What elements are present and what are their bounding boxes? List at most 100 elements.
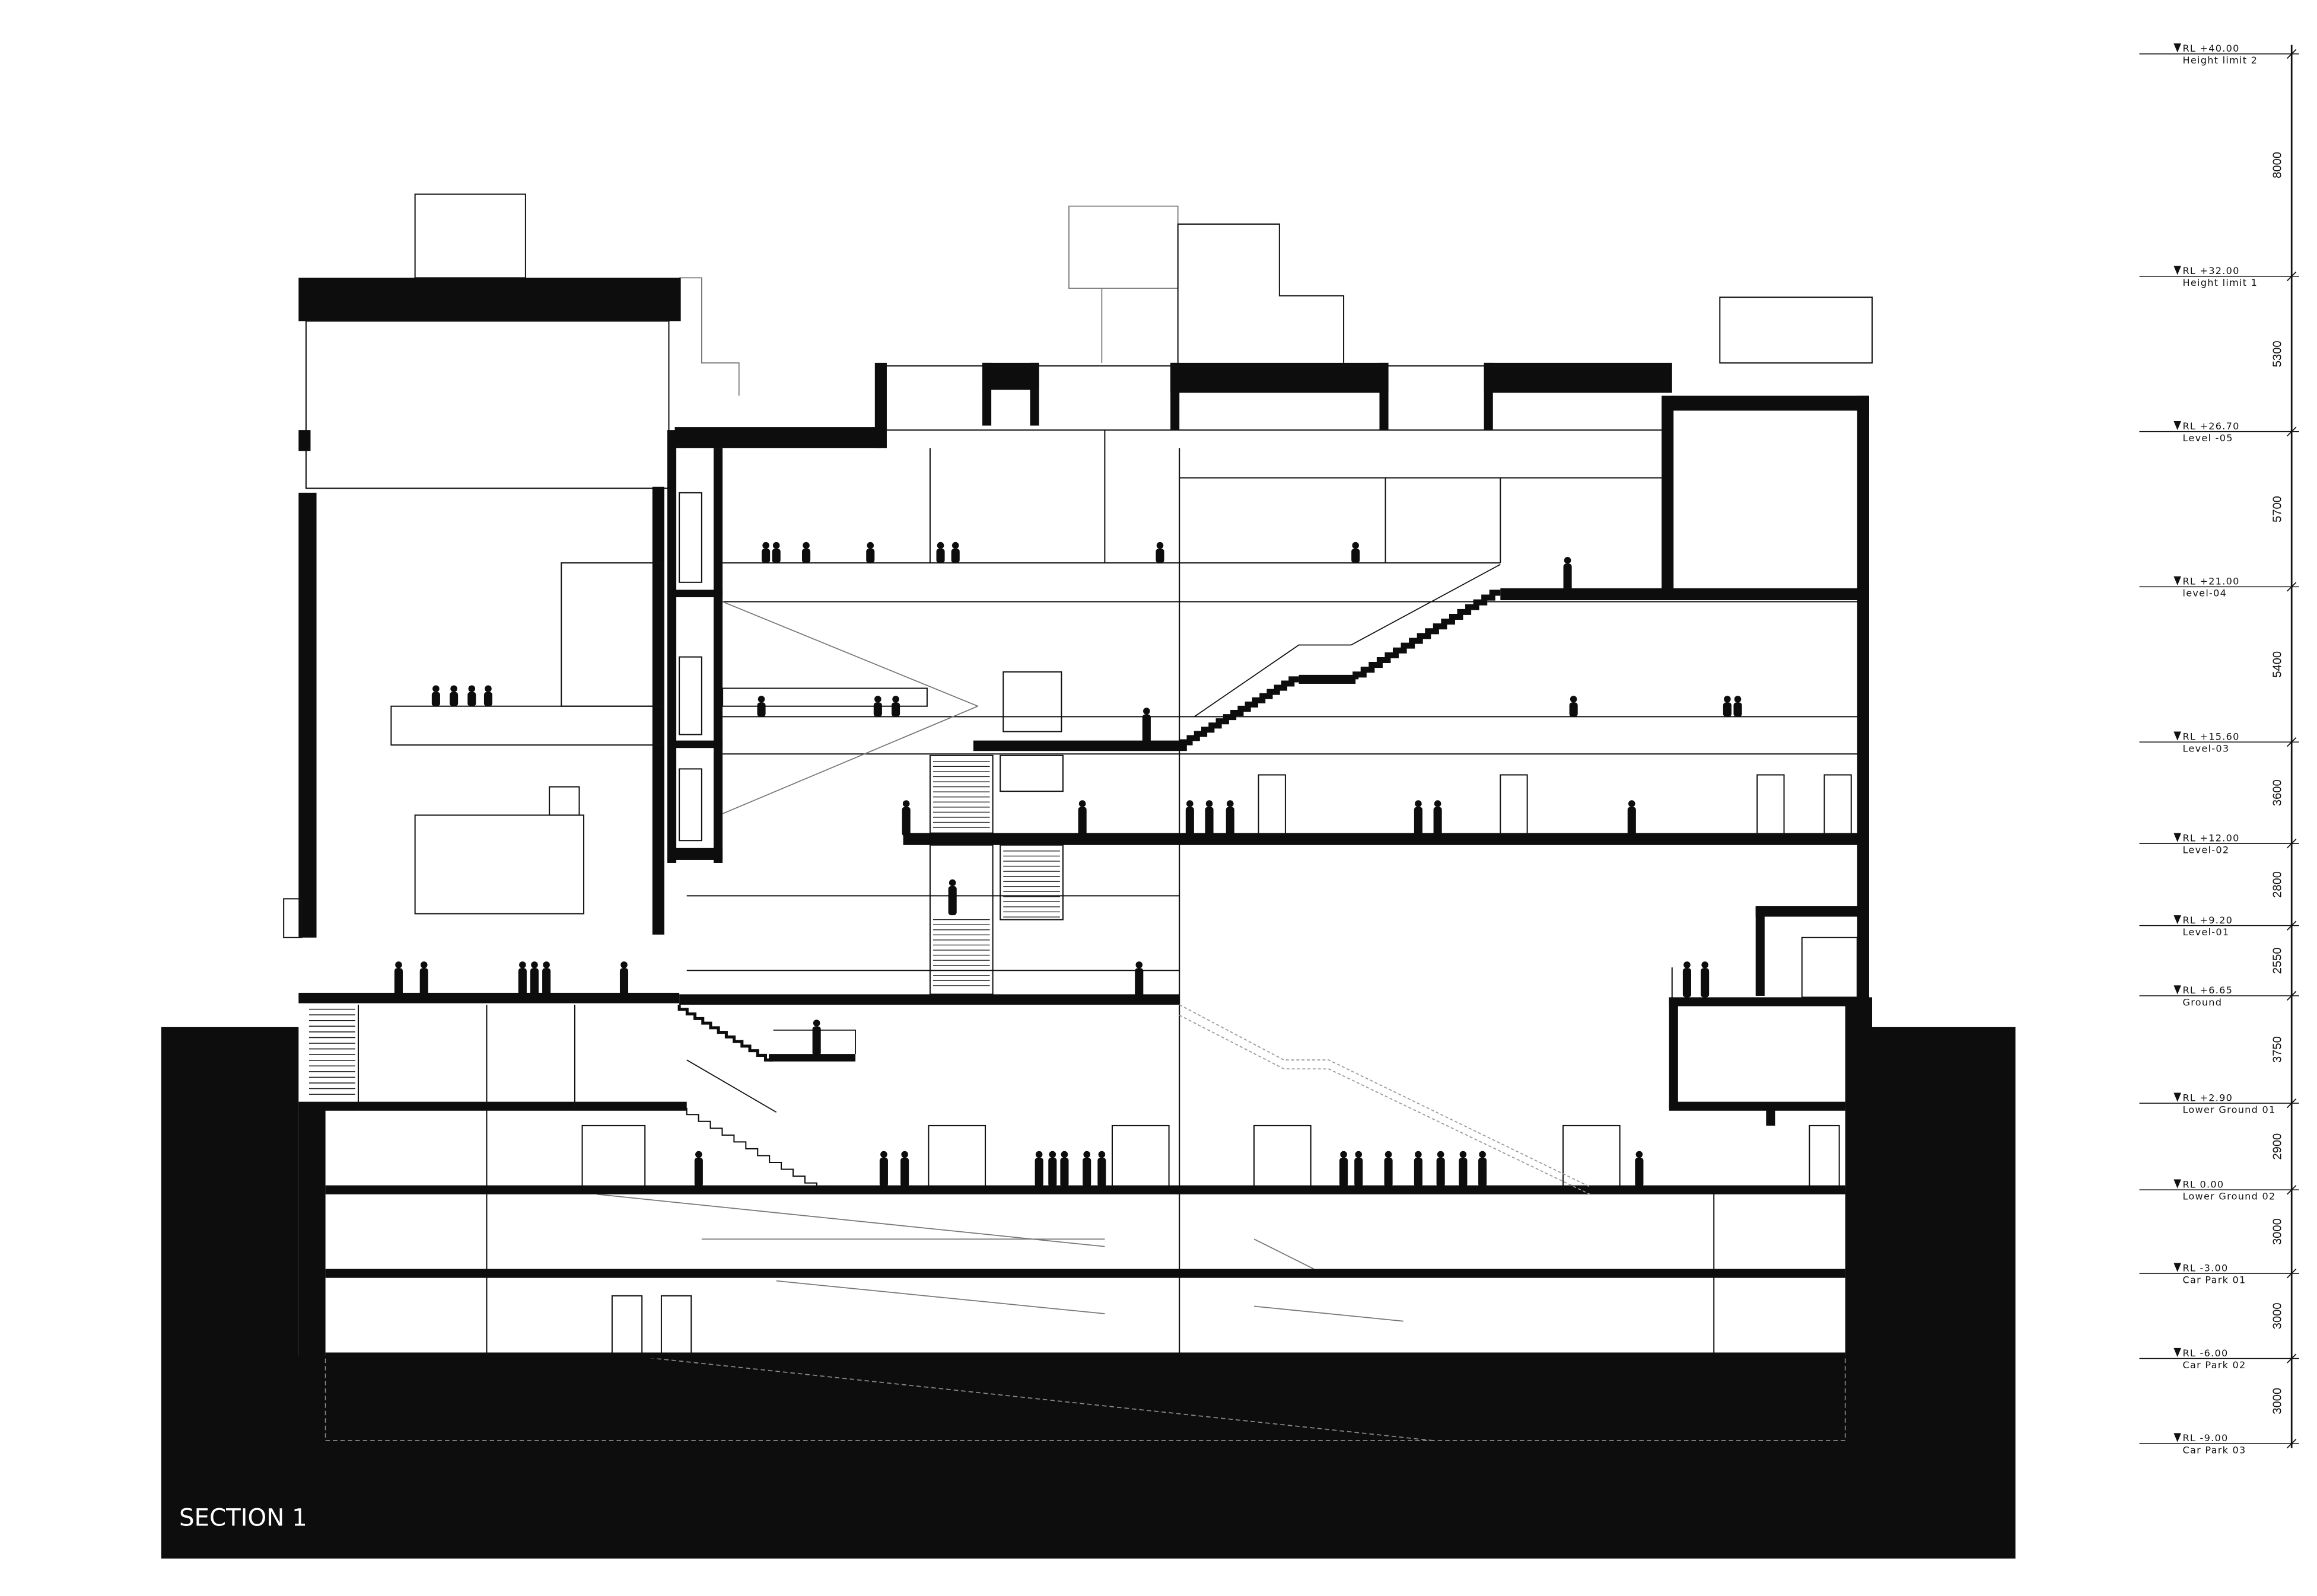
level-rl: RL +12.00 <box>2182 832 2239 843</box>
level-rl: RL +32.00 <box>2182 265 2239 276</box>
person-icon <box>619 961 629 998</box>
left-gallery-block <box>283 278 687 1111</box>
person-icon <box>902 800 911 836</box>
stairs <box>308 563 1590 1195</box>
interior-lines <box>358 430 1866 1356</box>
level-triangle-icon <box>2173 1092 2181 1102</box>
level-triangle-icon <box>2173 915 2181 925</box>
person-icon <box>1414 1151 1422 1187</box>
rooftop-volumes <box>414 193 1873 396</box>
person-icon <box>1733 696 1742 717</box>
level-triangle-icon <box>2173 1263 2181 1272</box>
person-icon <box>1142 708 1151 744</box>
level-name: Level -05 <box>2182 432 2233 444</box>
dimension-value: 2550 <box>2271 947 2284 974</box>
level-name: level-04 <box>2182 588 2227 599</box>
person-icon <box>873 696 882 717</box>
person-icon <box>1048 1151 1057 1187</box>
level-name: Height limit 1 <box>2182 277 2258 288</box>
dimension-value: 2900 <box>2271 1133 2284 1160</box>
person-icon <box>1478 1151 1487 1187</box>
main-stair <box>1179 676 1299 747</box>
main-roof <box>674 362 1672 448</box>
person-icon <box>530 961 539 998</box>
level-name: Level-02 <box>2182 845 2229 856</box>
level-name: Level-03 <box>2182 743 2229 754</box>
main-stair <box>1352 590 1501 680</box>
level-triangle-icon <box>2173 43 2181 53</box>
level-name: Car Park 03 <box>2182 1444 2246 1455</box>
person-icon <box>1384 1151 1393 1187</box>
level-rl: RL +15.60 <box>2182 731 2239 742</box>
person-icon <box>1339 1151 1348 1187</box>
dimension-value: 2800 <box>2271 871 2284 898</box>
stair-landing <box>1298 674 1356 684</box>
person-icon <box>1185 800 1194 836</box>
person-icon <box>1635 1151 1644 1187</box>
person-icon <box>1354 1151 1363 1187</box>
dimension-value: 3750 <box>2271 1036 2284 1063</box>
level-rl: RL +6.65 <box>2182 985 2233 996</box>
level-rl: RL -3.00 <box>2182 1262 2228 1273</box>
person-icon <box>1701 961 1710 998</box>
level-rl: RL +40.00 <box>2182 43 2239 54</box>
level-name: Car Park 01 <box>2182 1274 2246 1285</box>
person-icon <box>866 541 875 563</box>
person-icon <box>431 685 440 706</box>
person-icon <box>1563 557 1572 593</box>
person-icon <box>419 961 428 998</box>
level-triangle-icon <box>2173 266 2181 275</box>
person-icon <box>483 685 493 706</box>
person-icon <box>467 685 476 706</box>
person-icon <box>812 1020 821 1056</box>
level-name: Lower Ground 02 <box>2182 1191 2275 1202</box>
stair-rail <box>773 1029 856 1055</box>
person-icon <box>1083 1151 1091 1187</box>
person-icon <box>762 541 771 563</box>
escalator-outline <box>1179 1004 1590 1187</box>
level-name: Ground <box>2182 996 2222 1008</box>
right-block <box>1500 396 1869 1189</box>
dimension-chain: 8000530057005400360028002550375029003000… <box>2271 44 2293 1448</box>
stair-landing <box>769 1054 856 1062</box>
person-icon <box>1723 696 1732 717</box>
person-icon <box>542 961 551 998</box>
person-icon <box>1627 800 1636 836</box>
person-icon <box>900 1151 909 1187</box>
ground-mass <box>161 970 2016 1559</box>
floor-slabs <box>325 1185 1845 1359</box>
person-icon <box>1135 961 1144 998</box>
stair-rail <box>686 1059 777 1113</box>
lift-core <box>667 430 723 863</box>
level-rl: RL 0.00 <box>2182 1178 2224 1190</box>
person-icon <box>1433 800 1442 836</box>
level-name: Height limit 2 <box>2182 55 2258 66</box>
person-icon <box>1078 800 1087 836</box>
level-triangle-icon <box>2173 1347 2181 1358</box>
level-name: Car Park 02 <box>2182 1359 2246 1371</box>
person-icon <box>1414 800 1422 836</box>
level-triangle-icon <box>2173 833 2181 842</box>
level-triangle-icon <box>2173 576 2181 585</box>
dimension-value: 3000 <box>2271 1302 2284 1329</box>
person-icon <box>394 961 403 998</box>
level-rl: RL -6.00 <box>2182 1347 2228 1359</box>
person-icon <box>694 1151 703 1187</box>
dimension-value: 5400 <box>2271 651 2284 678</box>
person-icon <box>801 541 811 563</box>
person-icon <box>1436 1151 1445 1187</box>
person-icon <box>450 685 459 706</box>
ground-stair <box>677 1005 774 1062</box>
drawing-title: SECTION 1 <box>179 1504 307 1531</box>
people-silhouettes <box>394 541 1742 1187</box>
